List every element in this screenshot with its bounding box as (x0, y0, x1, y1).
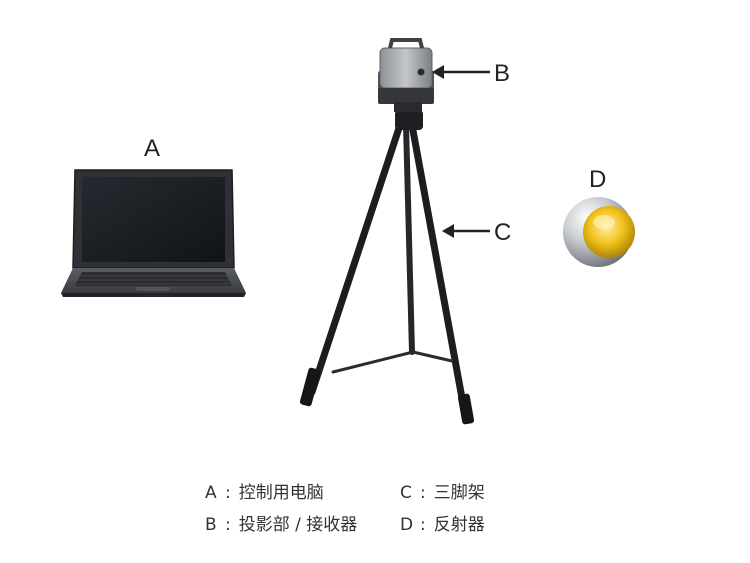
legend-text: 三脚架 (433, 483, 485, 503)
reflector (563, 197, 635, 267)
legend-key: D (400, 515, 414, 535)
legend-item-d: D: 反射器 (400, 510, 485, 535)
legend-text: 投影部 / 接收器 (238, 515, 358, 535)
legend-separator: : (420, 483, 426, 503)
legend-text: 反射器 (433, 515, 485, 535)
marker-c: C (494, 219, 511, 246)
legend-item-c: C: 三脚架 (400, 478, 485, 503)
laptop (61, 169, 246, 297)
legend-separator: : (420, 515, 426, 535)
projector-receiver (378, 38, 434, 112)
legend-item-a: A: 控制用电脑 (205, 478, 324, 503)
legend-separator: : (225, 515, 231, 535)
legend-separator: : (225, 483, 231, 503)
tripod (299, 110, 475, 425)
legend-key: B (205, 515, 217, 535)
arrow-b (432, 65, 490, 79)
legend-key: C (400, 483, 412, 503)
marker-d: D (589, 166, 606, 193)
marker-b: B (494, 60, 510, 87)
legend-item-b: B: 投影部 / 接收器 (205, 510, 357, 535)
legend-key: A (205, 483, 217, 503)
marker-a: A (144, 135, 160, 162)
legend-text: 控制用电脑 (238, 483, 324, 503)
arrow-c (442, 224, 490, 238)
